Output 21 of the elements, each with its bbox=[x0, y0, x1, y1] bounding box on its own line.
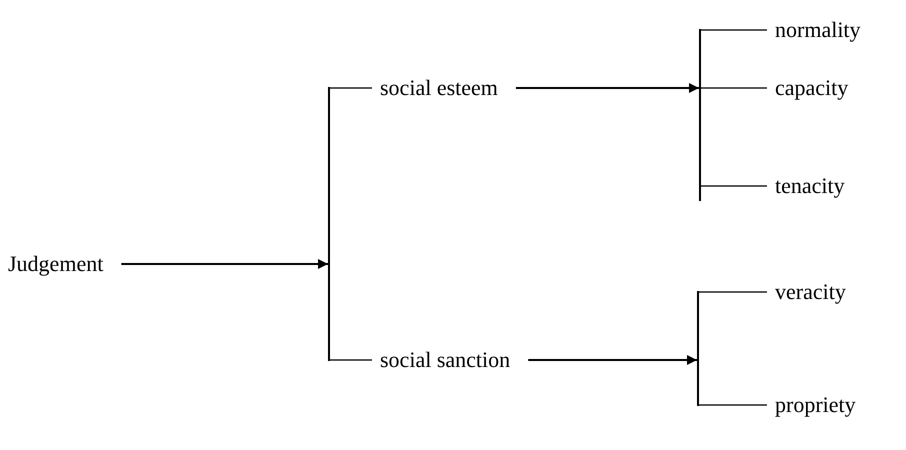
node-label: normality bbox=[775, 17, 861, 42]
arrow bbox=[121, 259, 328, 269]
node-label: propriety bbox=[775, 392, 856, 417]
arrow bbox=[528, 355, 697, 365]
node-label: social esteem bbox=[380, 75, 498, 100]
node-label: veracity bbox=[775, 279, 846, 304]
bracket-line bbox=[697, 291, 699, 406]
connector-line bbox=[330, 359, 372, 361]
connector-line bbox=[701, 87, 767, 89]
connector-line bbox=[699, 291, 767, 293]
connector-line bbox=[701, 185, 767, 187]
connector-line bbox=[330, 87, 372, 89]
node-label: capacity bbox=[775, 75, 848, 100]
node-label: social sanction bbox=[380, 347, 510, 372]
bracket-line bbox=[328, 87, 330, 361]
node-label: Judgement bbox=[8, 251, 104, 276]
arrow bbox=[516, 83, 699, 93]
connector-line bbox=[701, 29, 767, 31]
connector-line bbox=[699, 404, 767, 406]
bracket-line bbox=[699, 29, 701, 201]
node-label: tenacity bbox=[775, 173, 845, 198]
